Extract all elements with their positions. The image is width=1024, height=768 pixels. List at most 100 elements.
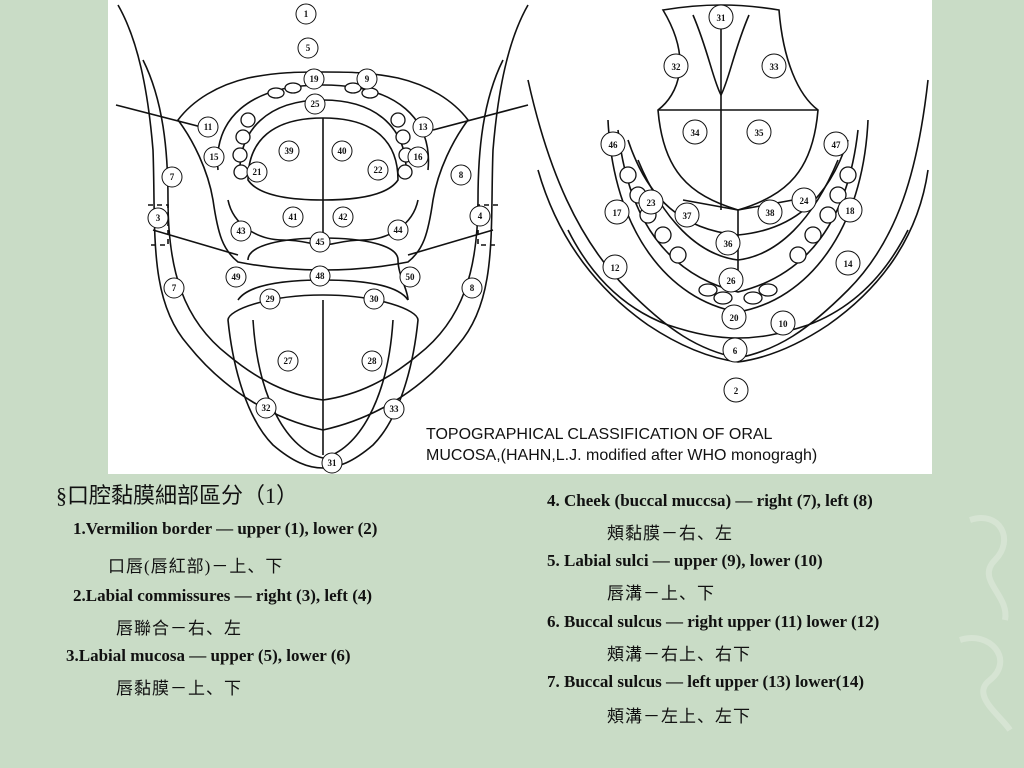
svg-text:11: 11 bbox=[204, 122, 213, 132]
svg-text:33: 33 bbox=[390, 404, 400, 414]
label-circle: 12 bbox=[602, 254, 628, 280]
label-circle: 20 bbox=[721, 304, 747, 330]
label-circle: 10 bbox=[770, 310, 796, 336]
oral-mucosa-diagram: 1 5 19 9 25 11 13 15 16 21 22 39 40 7 8 … bbox=[108, 0, 932, 474]
svg-text:33: 33 bbox=[770, 62, 780, 72]
svg-text:38: 38 bbox=[766, 208, 776, 218]
svg-text:50: 50 bbox=[406, 272, 416, 282]
svg-text:7: 7 bbox=[172, 283, 177, 293]
label-circle: 21 bbox=[246, 161, 268, 183]
svg-text:47: 47 bbox=[832, 140, 842, 150]
label-circle: 34 bbox=[682, 119, 708, 145]
label-circle: 14 bbox=[835, 250, 861, 276]
svg-text:21: 21 bbox=[253, 167, 263, 177]
right-item-4-zh: 頰黏膜－右、左 bbox=[607, 524, 733, 543]
label-circle: 49 bbox=[225, 266, 247, 288]
svg-text:27: 27 bbox=[284, 356, 294, 366]
label-circle: 39 bbox=[278, 140, 300, 162]
decorative-ornament bbox=[959, 515, 1013, 732]
label-circle: 3 bbox=[147, 207, 169, 229]
left-item-1-zh: 口唇(唇紅部)－上、下 bbox=[108, 557, 284, 576]
label-circle: 26 bbox=[718, 267, 744, 293]
svg-text:26: 26 bbox=[727, 276, 737, 286]
label-circle: 33 bbox=[761, 53, 787, 79]
label-circle: 31 bbox=[708, 4, 734, 30]
svg-text:39: 39 bbox=[285, 146, 295, 156]
label-circle: 7 bbox=[161, 166, 183, 188]
label-circle: 28 bbox=[361, 350, 383, 372]
label-circle: 25 bbox=[304, 93, 326, 115]
svg-text:45: 45 bbox=[316, 237, 326, 247]
left-item-3-en: 3.Labial mucosa — upper (5), lower (6) bbox=[66, 646, 351, 665]
svg-text:1: 1 bbox=[304, 9, 309, 19]
svg-text:7: 7 bbox=[170, 172, 175, 182]
label-circle: 31 bbox=[321, 452, 343, 474]
label-circle: 27 bbox=[277, 350, 299, 372]
label-circle: 13 bbox=[412, 116, 434, 138]
label-circle: 15 bbox=[203, 146, 225, 168]
label-circle: 29 bbox=[259, 288, 281, 310]
svg-text:48: 48 bbox=[316, 271, 326, 281]
svg-text:3: 3 bbox=[156, 213, 161, 223]
svg-text:30: 30 bbox=[370, 294, 380, 304]
svg-text:42: 42 bbox=[339, 212, 349, 222]
svg-text:8: 8 bbox=[470, 283, 475, 293]
svg-text:31: 31 bbox=[717, 13, 727, 23]
label-circle: 22 bbox=[367, 159, 389, 181]
svg-text:25: 25 bbox=[311, 99, 321, 109]
right-item-6-en: 6. Buccal sulcus — right upper (11) lowe… bbox=[547, 612, 880, 631]
label-circle: 33 bbox=[383, 398, 405, 420]
right-item-5-en: 5. Labial sulci — upper (9), lower (10) bbox=[547, 551, 823, 570]
label-circle: 40 bbox=[331, 140, 353, 162]
label-circle: 50 bbox=[399, 266, 421, 288]
label-circle: 1 bbox=[295, 3, 317, 25]
label-circle: 8 bbox=[461, 277, 483, 299]
svg-text:44: 44 bbox=[394, 225, 404, 235]
label-circle: 19 bbox=[303, 68, 325, 90]
label-circle: 32 bbox=[663, 53, 689, 79]
label-circle: 43 bbox=[230, 220, 252, 242]
label-circle: 23 bbox=[638, 189, 664, 215]
label-circle: 45 bbox=[309, 231, 331, 253]
svg-text:10: 10 bbox=[779, 319, 789, 329]
svg-text:13: 13 bbox=[419, 122, 429, 132]
figure-caption: TOPOGRAPHICAL CLASSIFICATION OF ORAL MUC… bbox=[426, 424, 926, 466]
svg-text:49: 49 bbox=[232, 272, 242, 282]
right-item-4-en: 4. Cheek (buccal muccsa) — right (7), le… bbox=[547, 491, 873, 510]
svg-text:43: 43 bbox=[237, 226, 247, 236]
svg-text:17: 17 bbox=[613, 208, 623, 218]
svg-text:20: 20 bbox=[730, 313, 740, 323]
svg-text:32: 32 bbox=[672, 62, 682, 72]
left-item-2-zh: 唇聯合－右、左 bbox=[116, 619, 242, 638]
left-item-2-en: 2.Labial commissures — right (3), left (… bbox=[73, 586, 373, 605]
svg-text:24: 24 bbox=[800, 196, 810, 206]
diagram-drawing: 1 5 19 9 25 11 13 15 16 21 22 39 40 7 8 … bbox=[115, 3, 929, 474]
svg-text:29: 29 bbox=[266, 294, 276, 304]
right-item-7-en: 7. Buccal sulcus — left upper (13) lower… bbox=[547, 672, 864, 691]
svg-text:15: 15 bbox=[210, 152, 220, 162]
caption-line-2: MUCOSA,(HAHN,L.J. modified after WHO mon… bbox=[426, 447, 818, 464]
label-circle: 11 bbox=[197, 116, 219, 138]
svg-text:16: 16 bbox=[414, 152, 424, 162]
svg-text:4: 4 bbox=[478, 211, 483, 221]
svg-text:34: 34 bbox=[691, 128, 701, 138]
svg-text:46: 46 bbox=[609, 140, 619, 150]
left-item-1-en: 1.Vermilion border — upper (1), lower (2… bbox=[73, 519, 378, 538]
label-circle: 38 bbox=[757, 199, 783, 225]
svg-text:14: 14 bbox=[844, 259, 854, 269]
caption-line-1: TOPOGRAPHICAL CLASSIFICATION OF ORAL bbox=[426, 426, 773, 443]
label-circle: 44 bbox=[387, 219, 409, 241]
svg-text:22: 22 bbox=[374, 165, 384, 175]
label-circle: 4 bbox=[469, 205, 491, 227]
label-circle: 2 bbox=[723, 377, 749, 403]
label-circle: 24 bbox=[791, 187, 817, 213]
svg-text:2: 2 bbox=[734, 386, 739, 396]
svg-text:35: 35 bbox=[755, 128, 765, 138]
svg-text:31: 31 bbox=[328, 458, 338, 468]
label-circle: 30 bbox=[363, 288, 385, 310]
label-circle: 18 bbox=[837, 197, 863, 223]
label-circle: 48 bbox=[309, 265, 331, 287]
right-item-5-zh: 唇溝－上、下 bbox=[607, 584, 715, 603]
svg-text:40: 40 bbox=[338, 146, 348, 156]
label-circle: 7 bbox=[163, 277, 185, 299]
